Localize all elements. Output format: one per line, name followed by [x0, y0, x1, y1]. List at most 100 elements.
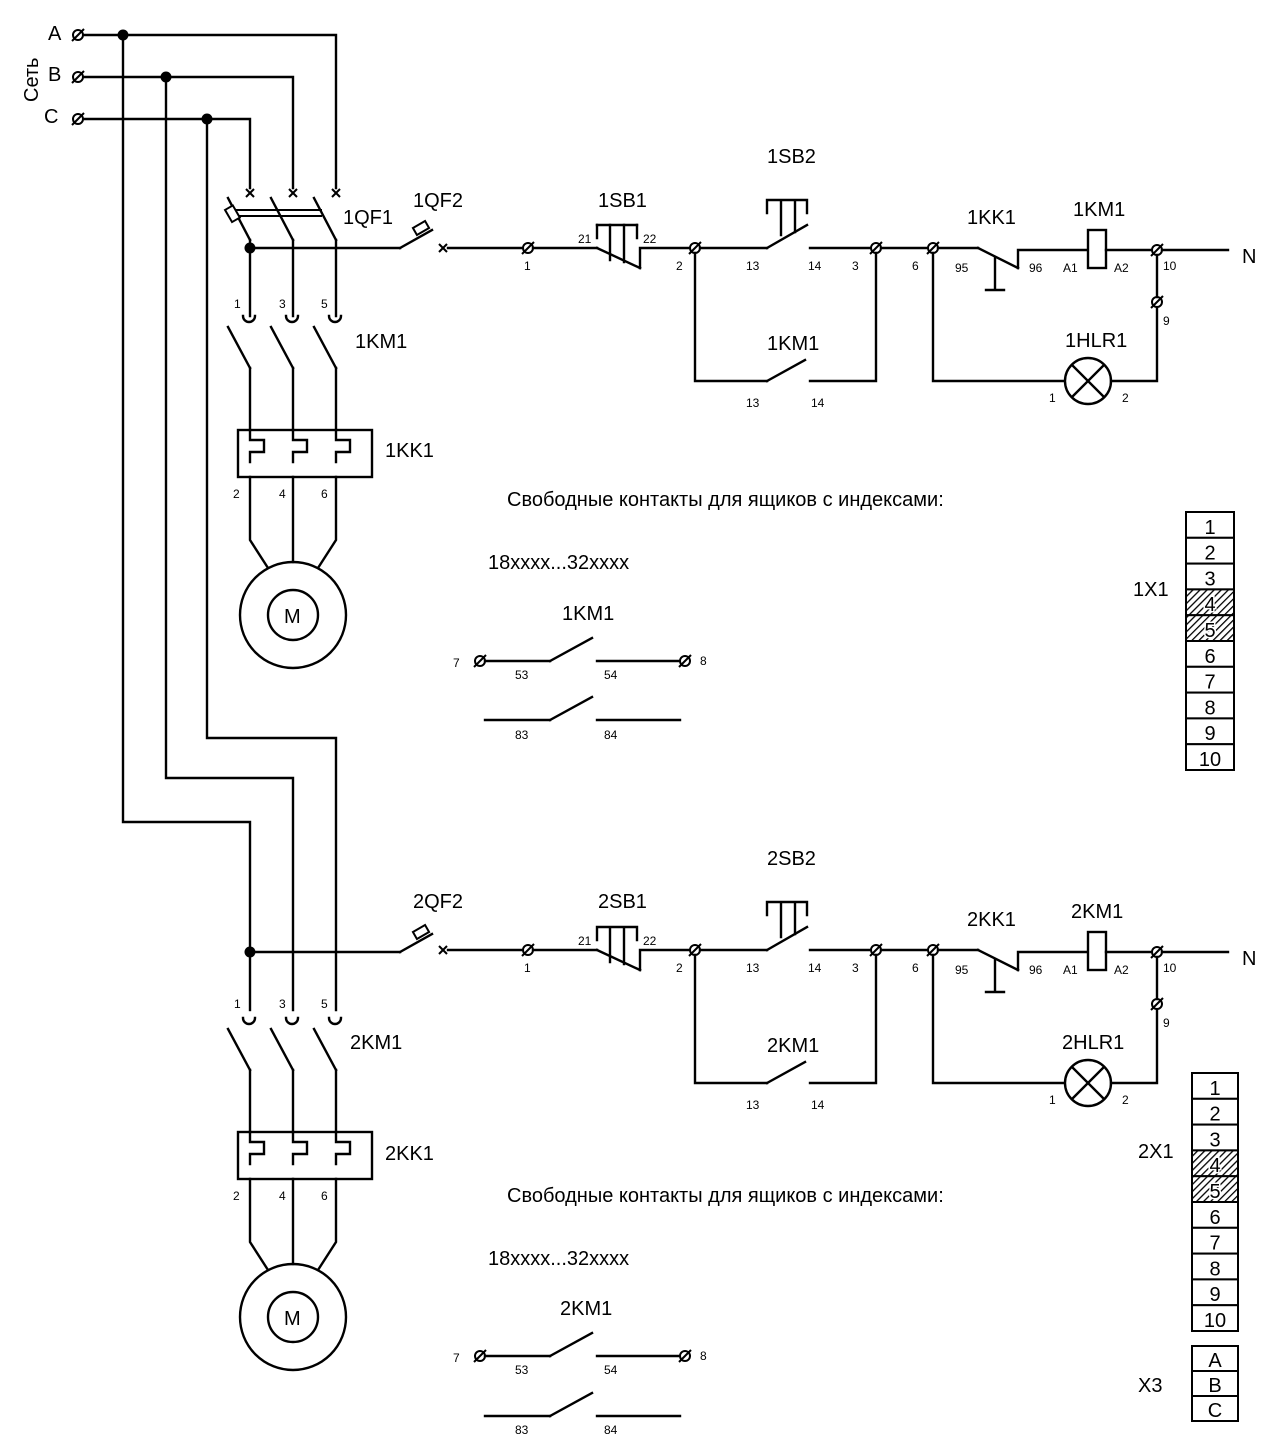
tb2-cell-label: 2 [1209, 1104, 1220, 1126]
c1-aux-84: 84 [604, 728, 618, 742]
c2-lamp-label: 2HLR1 [1062, 1032, 1124, 1054]
c1-aux-54: 54 [604, 668, 618, 682]
c2-kk-contact-label: 2KK1 [967, 909, 1016, 931]
tb1-label: 1X1 [1133, 579, 1169, 601]
c2-lamp-term-1: 1 [1049, 1093, 1056, 1107]
tb3-cell [1191, 1395, 1239, 1422]
c2-term-9-label: 9 [1163, 1016, 1170, 1030]
c2-aux-label: 2KM1 [560, 1298, 612, 1320]
c2-km-coil [1086, 930, 1108, 972]
c2-motor-label: M [284, 1308, 301, 1330]
c1-km-blade-3 [312, 325, 338, 370]
tb2-cell-label: 7 [1209, 1233, 1220, 1255]
c2-hold-14: 14 [811, 1098, 825, 1112]
c1-qf2-x [438, 243, 448, 253]
c1-hold-wire-left [693, 251, 769, 383]
c1-km-label: 1KM1 [355, 331, 407, 353]
c1-km-arc-3 [327, 314, 343, 324]
circuit1-free-contacts: Свободные контакты для ящиков с индексам… [453, 489, 944, 742]
c2-sb2-label: 2SB2 [767, 848, 816, 870]
c1-kk-term-2: 2 [233, 487, 240, 501]
c2-aux-54: 54 [604, 1363, 618, 1377]
c1-motor-inner [266, 588, 320, 642]
c1-sb1-label: 1SB1 [598, 190, 647, 212]
c1-sb2-head [765, 198, 809, 237]
tb2-cell-label: 5 [1209, 1181, 1220, 1203]
c2-kk-heater-2 [291, 1130, 309, 1166]
terminal-c [71, 112, 85, 126]
feeder-a [121, 33, 252, 954]
c1-kk-contact-label: 1KK1 [967, 207, 1016, 229]
c2-kk-contact-actuator [984, 958, 1006, 994]
c2-kk-heater-3 [334, 1130, 352, 1166]
c1-sb1-plunger [608, 223, 626, 264]
c2-qf2-x [438, 945, 448, 955]
c2-index-range: 18xxxx...32xxxx [488, 1248, 629, 1270]
tb2-cell [1191, 1149, 1239, 1178]
tb1-cell [1185, 717, 1235, 746]
c1-free-title: Свободные контакты для ящиков с индексам… [507, 489, 944, 511]
c2-term-2-label: 2 [676, 961, 683, 975]
c1-sb2-13: 13 [746, 259, 760, 273]
tb1-cell-label: 4 [1204, 594, 1215, 616]
c2-term-10-label: 10 [1163, 961, 1177, 975]
c2-sb2-13: 13 [746, 961, 760, 975]
tb1-cell-label: 2 [1204, 543, 1215, 565]
c1-kk-term-6: 6 [321, 487, 328, 501]
c1-km-term-5: 5 [321, 297, 328, 311]
c2-kk-contact-out [1016, 950, 1090, 972]
tb2-cell-label: 8 [1209, 1258, 1220, 1280]
c1-kk-heater-3 [334, 428, 352, 464]
c2-sb2-14: 14 [808, 961, 822, 975]
qf1-x-c [245, 188, 255, 198]
junction-b [160, 71, 172, 83]
c1-hold-label: 1KM1 [767, 333, 819, 355]
phase-b-label: B [48, 64, 61, 86]
c2-sb1-label: 2SB1 [598, 891, 647, 913]
c2-term-3-label: 3 [852, 961, 859, 975]
phase-c-label: C [44, 106, 58, 128]
tb2-cell-label: 1 [1209, 1078, 1220, 1100]
c2-lamp-term-2: 2 [1122, 1093, 1129, 1107]
c2-aux-83-blade [548, 1391, 594, 1418]
c1-term-10-label: 10 [1163, 259, 1177, 273]
c1-sb2-label: 1SB2 [767, 146, 816, 168]
tb1-cell [1185, 562, 1235, 591]
c2-neutral-label: N [1242, 948, 1256, 970]
c2-kk-term-6: 6 [321, 1189, 328, 1203]
c1-aux-53: 53 [515, 668, 529, 682]
c1-aux-t8: 8 [700, 654, 707, 668]
c1-kk-heater-2 [291, 428, 309, 464]
c2-sb1-head [595, 925, 639, 966]
c2-kk-term-2: 2 [233, 1189, 240, 1203]
tb2-cell-label: 9 [1209, 1284, 1220, 1306]
tb2-cell-label: 10 [1204, 1310, 1226, 1332]
qf1-trip-element [223, 204, 242, 224]
tb2-cell [1191, 1304, 1239, 1332]
c2-motor-lead-1 [248, 1177, 270, 1272]
circuit1-control: 1QF2 1 21 22 1SB1 2 1SB2 13 14 3 1KM1 13… [248, 146, 1256, 410]
c1-kk-contact-actuator [984, 256, 1006, 292]
c1-kk-label: 1KK1 [385, 440, 434, 462]
c2-sb1-out [638, 948, 692, 972]
c2-sb1-22: 22 [643, 934, 657, 948]
circuit2-power: 1 3 5 2KM1 2KK1 2 4 6 M [226, 946, 434, 1372]
qf1-x-a [331, 188, 341, 198]
tb1-cell-label: 8 [1204, 697, 1215, 719]
c1-km-blade-2 [269, 325, 295, 370]
tb3-cell-label: C [1208, 1400, 1222, 1422]
c2-km-blade-2 [269, 1027, 295, 1072]
c2-coil-a1: A1 [1063, 963, 1078, 977]
tb2-cell [1191, 1072, 1239, 1100]
feeder-c [205, 117, 338, 1012]
c1-motor-outer [238, 560, 348, 670]
c1-aux-t7: 7 [453, 656, 460, 670]
c1-aux-53-blade [548, 636, 594, 663]
tb1-cell-label: 1 [1204, 517, 1215, 539]
c2-hold-wire-left [693, 953, 769, 1085]
c1-km-term-3: 3 [279, 297, 286, 311]
c2-qf2-blade [398, 932, 434, 954]
c1-kk-contact-out [1016, 248, 1090, 270]
c1-lamp-wire-left [931, 251, 1066, 383]
terminal-a [71, 28, 85, 42]
